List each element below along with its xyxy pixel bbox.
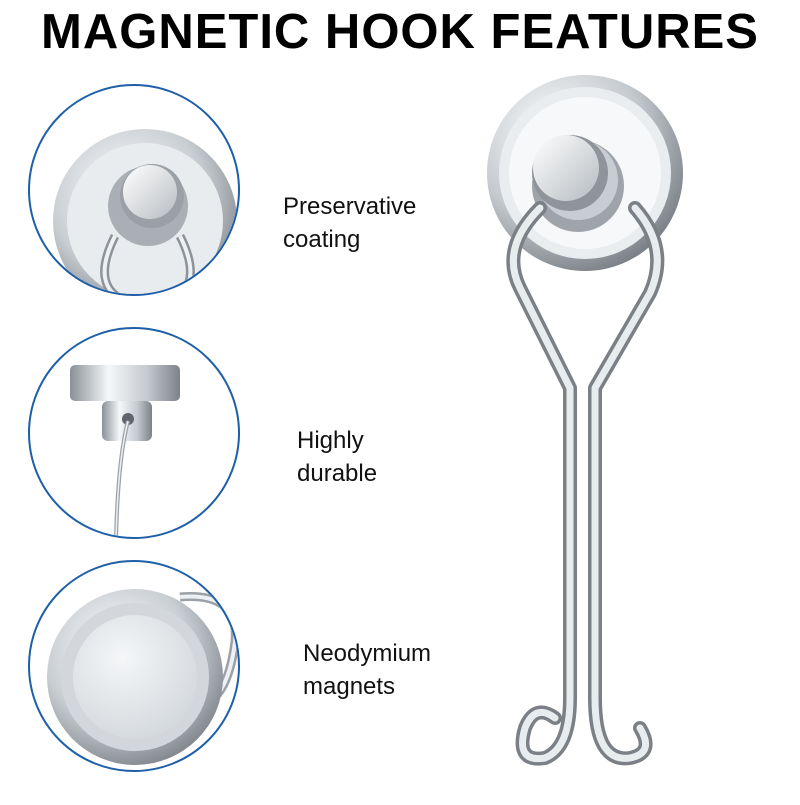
feature-label-line: durable <box>297 460 378 487</box>
feature-label-line: magnets <box>303 673 396 700</box>
feature-label-line: Preservative <box>283 193 417 220</box>
feature-label-line: Neodymium <box>303 640 432 667</box>
hook-image <box>470 58 790 800</box>
feature-image-durable <box>28 327 240 539</box>
feature-label-coating: Preservative coating <box>283 190 416 256</box>
feature-label-neodymium: Neodymium magnets <box>303 637 431 703</box>
feature-image-neodymium <box>28 560 240 772</box>
feature-image-coating <box>28 84 240 296</box>
feature-label-line: Highly <box>297 427 364 454</box>
feature-label-line: coating <box>283 226 361 253</box>
page-title: MAGNETIC HOOK FEATURES <box>41 5 759 59</box>
feature-label-durable: Highly durable <box>297 424 377 490</box>
